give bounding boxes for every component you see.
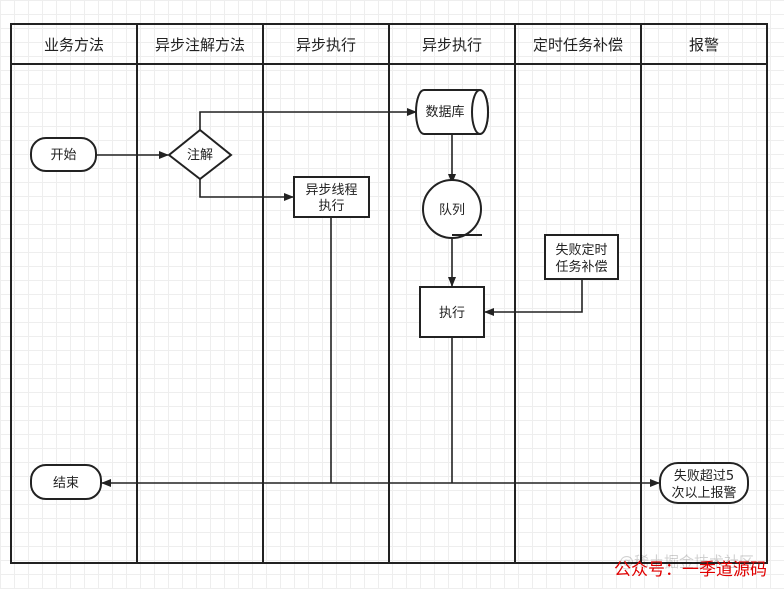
async-thread-label-line2: 执行 [318,199,344,214]
watermark-faint: @稀土掘金技术社区 [619,553,754,571]
start-node [30,137,97,172]
retry-job-label-line1: 失败定时 [555,243,607,258]
end-label: 结束 [53,476,79,491]
retry-job-node [544,234,619,280]
swimlane-frame [10,23,768,564]
edge-retry-execute [484,279,583,316]
alarm-label-line1: 失败超过5 [674,469,734,484]
queue-node [422,179,482,239]
lane-header-async-exec-1: 异步执行 [296,36,356,54]
async-thread-label-line1: 异步线程 [305,183,357,198]
connectors [96,108,660,487]
database-label: 数据库 [425,104,464,120]
lane-header-alarm: 报警 [689,36,719,54]
lane-header-business: 业务方法 [44,36,104,54]
queue-label: 队列 [439,203,465,218]
edge-annotation-database [199,108,417,130]
edge-annotation-thread [199,179,294,201]
alarm-label-line2: 次以上报警 [671,485,736,501]
lane-header-async-annotation: 异步注解方法 [155,36,245,54]
start-label: 开始 [50,148,76,163]
end-node [30,464,102,500]
annotation-label: 注解 [187,148,213,163]
database-node [415,89,489,135]
alarm-node [659,462,749,504]
watermark-text: 公众号：一季道源码 [614,560,767,580]
lane-header-scheduled-job: 定时任务补偿 [533,36,623,54]
async-thread-node [293,176,370,218]
execute-node [419,286,485,338]
lane-header-async-exec-2: 异步执行 [422,36,482,54]
retry-job-label-line2: 任务补偿 [555,259,607,275]
execute-label: 执行 [439,306,465,321]
annotation-decision [167,128,233,181]
